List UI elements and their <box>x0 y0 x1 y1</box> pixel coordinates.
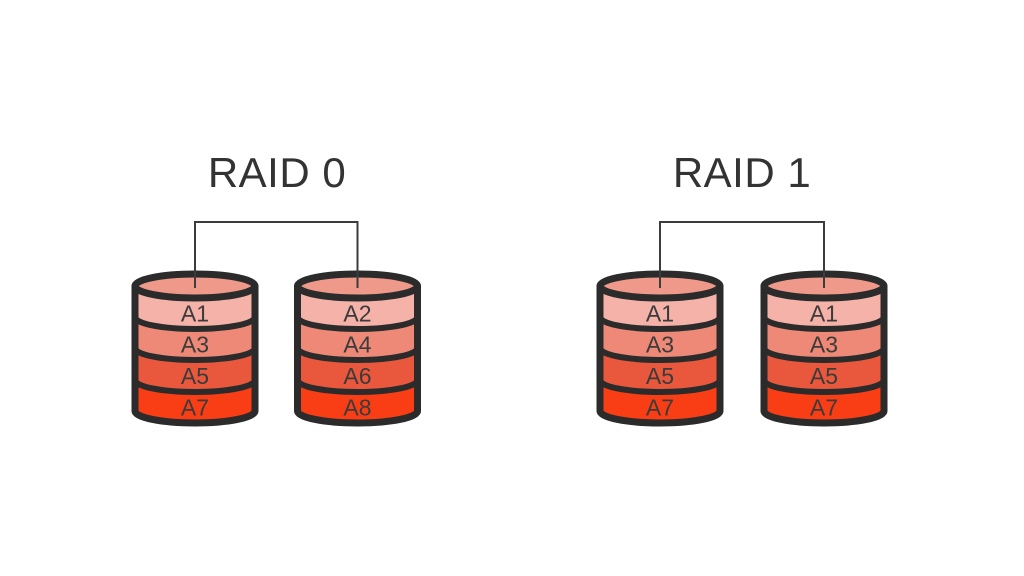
block-label: A1 <box>810 301 838 327</box>
band-separator-line <box>597 347 723 363</box>
band-separator-line <box>132 379 258 395</box>
band-separator-line <box>761 347 887 363</box>
block-label: A2 <box>343 301 371 327</box>
band-separator-line <box>294 316 421 332</box>
connector-line <box>194 221 359 288</box>
band-separator-line <box>597 379 723 395</box>
block-label: A4 <box>343 332 371 358</box>
block-label: A6 <box>343 363 371 389</box>
band-separator-line <box>761 316 887 332</box>
block-label: A7 <box>646 395 674 421</box>
band-separator-line <box>597 316 723 332</box>
block-label: A1 <box>646 301 674 327</box>
block-label: A7 <box>181 395 209 421</box>
block-label: A5 <box>181 363 209 389</box>
disk-outline <box>596 282 724 427</box>
band-separator-line <box>132 316 258 332</box>
band-separator-line <box>132 347 258 363</box>
band-separator-line <box>294 379 421 395</box>
disk-outline <box>760 282 888 427</box>
block-label: A1 <box>181 301 209 327</box>
raid0-title: RAID 0 <box>207 149 347 196</box>
block-label: A7 <box>810 395 838 421</box>
block-label: A3 <box>646 332 674 358</box>
block-label: A8 <box>343 395 371 421</box>
raid1-title: RAID 1 <box>672 149 812 196</box>
disk-outline <box>294 282 421 427</box>
band-separator-line <box>761 379 887 395</box>
block-label: A3 <box>810 332 838 358</box>
band-separator-line <box>294 347 421 363</box>
block-label: A5 <box>810 363 838 389</box>
block-label: A5 <box>646 363 674 389</box>
connector-line <box>659 221 825 288</box>
block-label: A3 <box>181 332 209 358</box>
disk-outline <box>131 282 259 427</box>
